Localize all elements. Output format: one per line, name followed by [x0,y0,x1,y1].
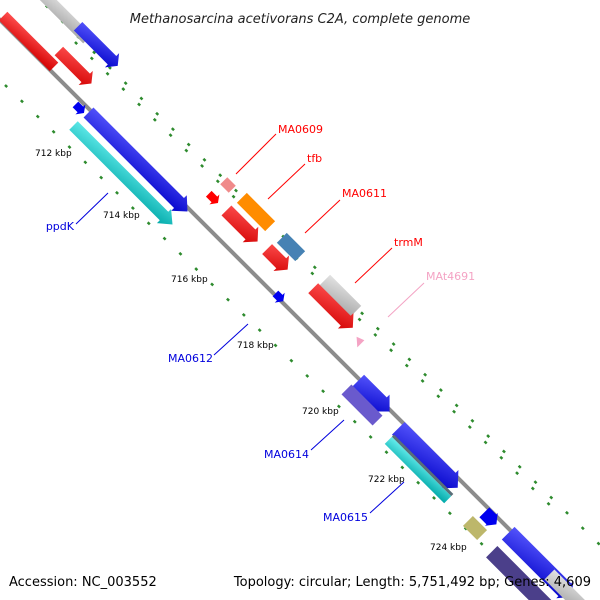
gene-feature-ma0614-blue [352,374,390,412]
callout-line-ma0612 [213,323,249,356]
gene-label-ma0611: MA0611 [342,187,387,200]
gene-feature-mat4691 [356,336,365,348]
callout-line-tfb [267,163,306,200]
gene-feature-khaki [462,515,488,541]
tick-track-outer [38,0,600,546]
gene-label-ma0609: MA0609 [278,123,323,136]
callout-line-trmm [354,247,393,284]
gene-feature-trmm [308,283,354,329]
gene-label-ma0615: MA0615 [323,511,368,524]
gene-label-tfb: tfb [307,152,322,165]
gene-feature-small-red [205,190,220,205]
tick-track-mid [74,41,561,516]
tick-label-722: 722 kbp [368,475,405,485]
gene-feature-ma0615 [384,434,454,504]
callout-line-ma0615 [369,481,405,514]
gene-feature-ma0612 [272,290,285,303]
gene-label-ma0614: MA0614 [264,448,309,461]
tick-label-720: 720 kbp [302,407,339,417]
gene-feature-red-mid [221,205,259,243]
gene-feature-top-red-a [0,11,59,72]
gene-feature-ma0614 [341,384,383,426]
tick-label-716: 716 kbp [171,275,208,285]
gene-feature-top-blue [73,22,120,68]
callout-lines [75,133,425,514]
gene-feature-small-blue [72,101,86,115]
genome-backbone [0,17,580,600]
gene-label-mat4691: MAt4691 [426,270,475,283]
tick-label-724: 724 kbp [430,543,467,553]
gene-feature-ma0615-blue [391,421,459,489]
gene-feature-red-mid-2 [262,244,290,272]
callout-line-ppdk [75,192,109,225]
callout-line-mat4691 [387,282,425,318]
gene-label-ma0612: MA0612 [168,352,213,365]
gene-label-trmm: trmM [394,236,423,249]
tick-label-712: 712 kbp [35,149,72,159]
tick-label-714: 714 kbp [103,211,140,221]
gene-feature-top-red-b [54,46,93,85]
gene-feature-ma0611 [276,232,306,262]
topology-summary-text: Topology: circular; Length: 5,751,492 bp… [233,575,591,590]
gene-feature-bottom-grey [544,569,586,600]
accession-text: Accession: NC_003552 [9,575,157,590]
gene-feature-trmm-grey [318,274,362,318]
map-title: Methanosarcina acetivorans C2A, complete… [130,12,471,27]
gene-feature-tfb [236,192,276,232]
gene-feature-ppdk [69,121,173,225]
gene-feature-ppdk-blue [83,107,188,212]
tick-track-inner [4,84,541,600]
gene-feature-top-grey [26,0,92,44]
gene-feature-small-blue-2 [479,507,498,526]
callout-line-ma0611 [304,199,341,234]
tick-label-718: 718 kbp [237,341,274,351]
gene-feature-bottom-purple [486,546,554,600]
gene-feature-ma0609 [220,177,236,193]
callout-line-ma0614 [310,419,345,451]
gene-label-ppdk: ppdK [46,220,75,233]
callout-line-ma0609 [235,133,277,175]
